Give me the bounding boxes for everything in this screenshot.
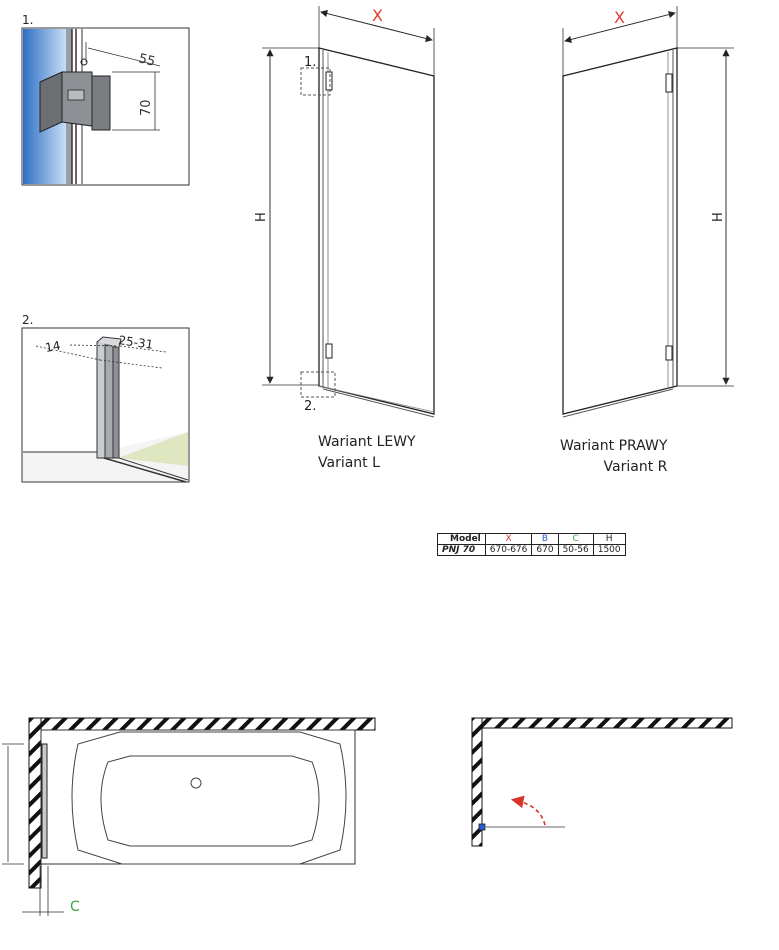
cell-c: 50-56	[557, 544, 594, 556]
drain-icon	[190, 777, 202, 789]
dim-25-31: 25-31	[118, 333, 154, 352]
cell-model: PNJ 70	[437, 544, 486, 556]
caption-left-line2: Variant L	[318, 455, 380, 471]
caption-left-line1: Wariant LEWY	[318, 434, 416, 450]
caption-right-line2: Variant R	[603, 459, 668, 475]
dim-55: 55	[137, 51, 157, 70]
cell-b: 670	[531, 544, 559, 556]
hinge-icon	[325, 71, 333, 91]
caption-right-line1: Wariant PRAWY	[560, 438, 668, 454]
spec-header-row: Model X B C H	[437, 533, 626, 545]
header-h: H	[592, 533, 626, 545]
left-x-label: X	[372, 6, 383, 25]
c-label: C	[70, 899, 80, 915]
detail-1-hinge: 1. 55 70	[21, 13, 190, 186]
left-h-label: H	[254, 212, 269, 222]
dim-14: 14	[44, 339, 61, 355]
header-x: X	[484, 533, 533, 545]
right-h-label: H	[711, 212, 726, 222]
spec-table: Model X B C H PNJ 70 670-676 670 50-56 1…	[437, 533, 626, 556]
detail-1-label: 1.	[22, 13, 33, 27]
detail-2-label: 2.	[22, 313, 33, 327]
swing-arrow-icon	[510, 795, 546, 826]
plan-view-bathtub: C	[2, 717, 376, 916]
elevation-left: X H 1. 2.	[254, 6, 435, 418]
glass-panel-left	[318, 47, 435, 415]
caption-left: Wariant LEWY Variant L	[318, 432, 416, 474]
callout-1-box	[300, 67, 331, 96]
hinge-icon	[325, 343, 333, 359]
bathtub	[40, 729, 356, 865]
callout-2-box	[300, 371, 336, 398]
caption-right: Wariant PRAWY Variant R	[560, 436, 667, 478]
glass-panel-plan	[41, 743, 48, 859]
hinge-icon	[39, 58, 111, 133]
elevation-right: X H	[562, 6, 734, 418]
hinge-icon	[665, 73, 673, 93]
pivot-icon	[478, 823, 486, 831]
spec-data-row: PNJ 70 670-676 670 50-56 1500	[437, 544, 626, 556]
plan-view-swing	[471, 717, 733, 847]
cell-h: 1500	[592, 544, 626, 556]
glass-panel-right	[562, 47, 678, 415]
hinge-icon	[665, 345, 673, 361]
callout-1-label: 1.	[304, 55, 316, 70]
header-b: B	[531, 533, 559, 545]
header-c: C	[557, 533, 594, 545]
detail-2-profile: 2. 14 25-31	[21, 313, 190, 483]
wall-profile-icon	[96, 336, 122, 459]
dim-70: 70	[139, 99, 154, 116]
callout-2-label: 2.	[304, 399, 316, 414]
header-model: Model	[437, 533, 486, 545]
cell-x: 670-676	[484, 544, 533, 556]
right-x-label: X	[614, 8, 625, 27]
